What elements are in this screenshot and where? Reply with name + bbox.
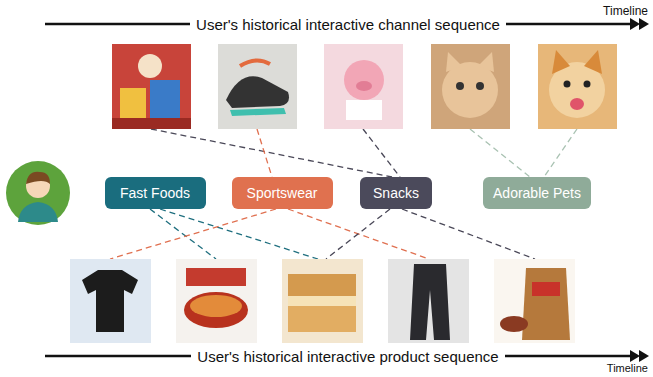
image-ground: [494, 259, 575, 343]
image-ground: [282, 259, 363, 343]
leader-line: [470, 129, 530, 177]
image-ground: [112, 118, 191, 129]
dog-ear: [552, 50, 570, 74]
shoe-lace: [240, 60, 270, 66]
category-box: Adorable Pets: [483, 177, 591, 209]
figure: [138, 54, 162, 78]
leader-line: [151, 129, 392, 177]
cat-eye: [456, 82, 464, 90]
image-ground: [70, 259, 151, 343]
image-ground: [176, 259, 257, 343]
image-ground: [388, 259, 469, 343]
shoe-sole: [230, 108, 286, 116]
sequence-title: User's historical interactive product se…: [191, 348, 504, 365]
noodles: [190, 295, 242, 317]
cat-ear: [478, 52, 494, 72]
image-ground: [324, 44, 403, 129]
cat-ear: [446, 52, 462, 72]
image-ground: [112, 44, 191, 129]
product-image: [494, 259, 575, 343]
leader-line: [110, 209, 276, 259]
axis-label: Timeline: [607, 362, 648, 375]
dog-eye: [584, 81, 591, 88]
cat-eye: [476, 82, 484, 90]
cake-layer: [288, 306, 356, 332]
axis-label: Timeline: [603, 4, 648, 18]
channel-image: [218, 44, 297, 129]
product-image: [388, 259, 469, 343]
product-image: [176, 259, 257, 343]
arrow-head: [630, 350, 640, 362]
arrow-head: [639, 350, 649, 362]
channel-image: [538, 44, 617, 129]
gift-box: [150, 80, 180, 118]
channel-image: [112, 44, 191, 129]
leader-line: [160, 209, 318, 259]
arrow-head: [639, 18, 649, 30]
cake-layer: [288, 274, 356, 296]
leader-line: [363, 129, 400, 177]
category-label: Sportswear: [247, 185, 318, 202]
category-box: Fast Foods: [105, 177, 206, 209]
trousers: [410, 264, 450, 340]
channel-image: [324, 44, 403, 129]
image-ground: [538, 44, 617, 129]
image-ground: [431, 44, 510, 129]
avatar-circle: [6, 161, 70, 225]
leader-line: [288, 209, 429, 259]
noodle-bowl: [184, 292, 248, 328]
category-box: Snacks: [360, 177, 432, 209]
cat-face: [442, 62, 498, 118]
avatar-hair: [26, 172, 50, 184]
category-label: Snacks: [373, 185, 419, 202]
t-shirt: [82, 270, 138, 332]
user-avatar: [6, 161, 70, 225]
pig-figure: [344, 60, 384, 100]
bag-label: [532, 282, 560, 296]
pig-snout: [356, 81, 372, 91]
dog-tongue: [570, 98, 584, 110]
avatar-body: [18, 202, 58, 222]
shoe: [226, 76, 289, 108]
gift-box: [120, 88, 146, 118]
category-label: Fast Foods: [120, 185, 190, 202]
package: [186, 268, 246, 286]
leader-line: [402, 209, 535, 259]
channel-image: [431, 44, 510, 129]
leader-line: [544, 129, 577, 177]
calendar: [346, 100, 382, 120]
category-label: Adorable Pets: [493, 185, 581, 202]
snack-bag: [522, 268, 570, 340]
cake-layer: [288, 296, 356, 306]
dog-ear: [584, 50, 602, 74]
leader-line: [326, 209, 390, 259]
dog-eye: [564, 81, 571, 88]
sequence-title: User's historical interactive channel se…: [190, 16, 506, 33]
snack-pile: [500, 316, 528, 332]
category-box: Sportswear: [232, 177, 333, 209]
product-image: [70, 259, 151, 343]
arrow-head: [630, 18, 640, 30]
product-image: [282, 259, 363, 343]
image-ground: [218, 44, 297, 129]
leader-line: [257, 129, 272, 177]
